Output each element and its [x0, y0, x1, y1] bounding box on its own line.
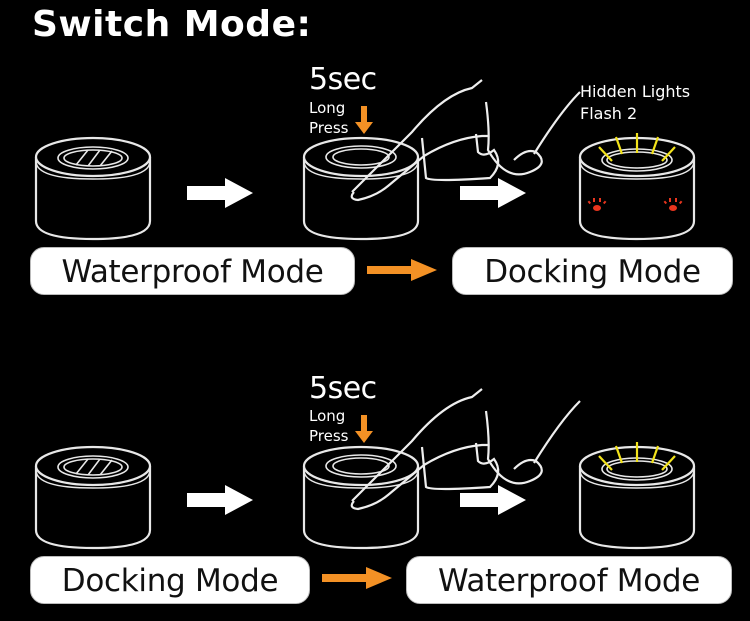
- puck-waterproof-flash: [578, 442, 696, 550]
- seal-stripes-icon: [75, 458, 113, 476]
- seal-stripes-icon: [75, 149, 113, 167]
- puck-docking-2: [34, 445, 152, 550]
- hidden-lights-note-line2: Flash 2: [580, 104, 638, 123]
- from-mode-pill: Docking Mode: [30, 556, 310, 604]
- hidden-lights-note-line1: Hidden Lights: [580, 82, 691, 101]
- puck-docking-flash: [578, 133, 696, 241]
- mode-arrow-icon: [322, 567, 392, 589]
- hidden-light-right-icon: [663, 198, 683, 211]
- press-duration: 5sec: [309, 62, 377, 97]
- to-mode-pill: Waterproof Mode: [406, 556, 732, 604]
- puck-pressed-2: [302, 445, 420, 550]
- from-mode-pill: Waterproof Mode: [30, 247, 355, 295]
- right-arrow-icon: [187, 485, 253, 515]
- right-arrow-icon: [460, 485, 526, 515]
- hidden-light-left-icon: [587, 198, 607, 211]
- flash-rays-icon: [598, 133, 676, 162]
- press-duration: 5sec: [309, 371, 377, 406]
- press-label-line1: Long: [309, 99, 346, 117]
- press-label-line1: Long: [309, 407, 346, 425]
- down-arrow-icon: [355, 415, 373, 443]
- right-arrow-icon: [187, 178, 253, 208]
- mode-arrow-icon: [367, 259, 437, 281]
- down-arrow-icon: [355, 106, 373, 134]
- puck-waterproof-1: [34, 136, 152, 241]
- press-label-line2: Press: [309, 119, 349, 137]
- right-arrow-icon: [460, 178, 526, 208]
- puck-pressed-1: [302, 136, 420, 241]
- flash-rays-icon: [598, 442, 676, 471]
- press-label-line2: Press: [309, 427, 349, 445]
- to-mode-pill: Docking Mode: [452, 247, 733, 295]
- page-title: Switch Mode:: [32, 4, 312, 45]
